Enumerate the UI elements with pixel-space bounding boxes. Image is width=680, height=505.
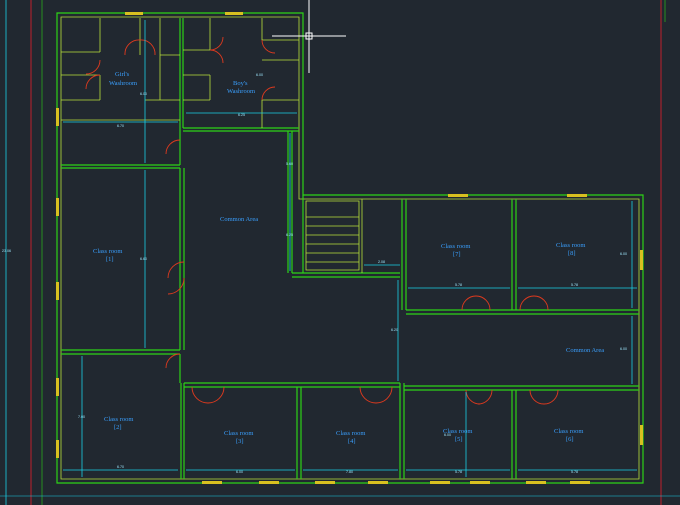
dim-stair-width: 2.08 xyxy=(378,260,385,264)
room-label-classroom-6-line1: Class room xyxy=(554,428,583,435)
dim-corridor-lower: 6.25 xyxy=(286,233,293,237)
room-label-boys-washroom-line2: Washroom xyxy=(227,88,255,95)
dim-right-common-height: 6.00 xyxy=(620,347,627,351)
dim-class1-height: 6.60 xyxy=(140,257,147,261)
dim-class5-height: 6.00 xyxy=(444,433,451,437)
doors xyxy=(85,36,559,405)
dim-boys-height: 6.00 xyxy=(256,73,263,77)
room-labels: Girl's Washroom Boy's Washroom Common Ar… xyxy=(93,71,604,445)
room-label-classroom-8-line1: Class room xyxy=(556,242,585,249)
room-label-classroom-5-line1: Class room xyxy=(443,428,472,435)
dim-class3-width: 6.00 xyxy=(236,470,243,474)
room-label-girls-washroom-line2: Washroom xyxy=(109,80,137,87)
dim-right-vertical: 6.20 xyxy=(391,328,398,332)
room-label-classroom-6-line2: [6] xyxy=(566,436,574,443)
dim-corridor-upper: 5.60 xyxy=(286,162,293,166)
room-label-classroom-7-line1: Class room xyxy=(441,243,470,250)
dim-class2-width: 6.70 xyxy=(117,465,124,469)
room-label-classroom-1-line1: Class room xyxy=(93,248,122,255)
interior-walls xyxy=(61,18,639,479)
exterior-walls xyxy=(56,12,644,484)
crosshair-cursor-icon[interactable] xyxy=(272,0,346,73)
room-label-classroom-3-line2: [3] xyxy=(236,438,244,445)
dim-class6-width: 5.78 xyxy=(571,470,578,474)
room-label-classroom-2-line2: [2] xyxy=(114,424,122,431)
dimension-labels: 23.06 6.70 6.00 6.25 6.00 5.60 6.25 6.60… xyxy=(2,73,627,474)
room-label-classroom-8-line2: [8] xyxy=(568,250,576,257)
dim-class7-height: 6.00 xyxy=(620,252,627,256)
dim-class2-height: 7.00 xyxy=(78,415,85,419)
room-label-common-area-top: Common Area xyxy=(220,216,258,223)
dim-girls-width: 6.70 xyxy=(117,124,124,128)
room-label-common-area-right: Common Area xyxy=(566,347,604,354)
dim-boys-width: 6.25 xyxy=(238,113,245,117)
room-label-classroom-1-line2: [1] xyxy=(106,256,114,263)
room-label-classroom-3-line1: Class room xyxy=(224,430,253,437)
room-label-girls-washroom-line1: Girl's xyxy=(115,71,130,78)
room-label-boys-washroom-line1: Boy's xyxy=(233,80,248,87)
dim-class8-width: 5.78 xyxy=(571,283,578,287)
room-label-classroom-2-line1: Class room xyxy=(104,416,133,423)
dim-class5-width: 5.78 xyxy=(455,470,462,474)
dim-class7-width: 5.78 xyxy=(455,283,462,287)
dim-girls-height: 6.00 xyxy=(140,92,147,96)
dimension-lines xyxy=(63,20,637,477)
windows xyxy=(56,12,643,484)
room-label-classroom-5-line2: [5] xyxy=(455,436,463,443)
room-label-classroom-4-line2: [4] xyxy=(348,438,356,445)
dim-left-overall: 23.06 xyxy=(2,249,11,253)
room-label-classroom-4-line1: Class room xyxy=(336,430,365,437)
dim-class4-width: 7.80 xyxy=(346,470,353,474)
room-label-classroom-7-line2: [7] xyxy=(453,251,461,258)
